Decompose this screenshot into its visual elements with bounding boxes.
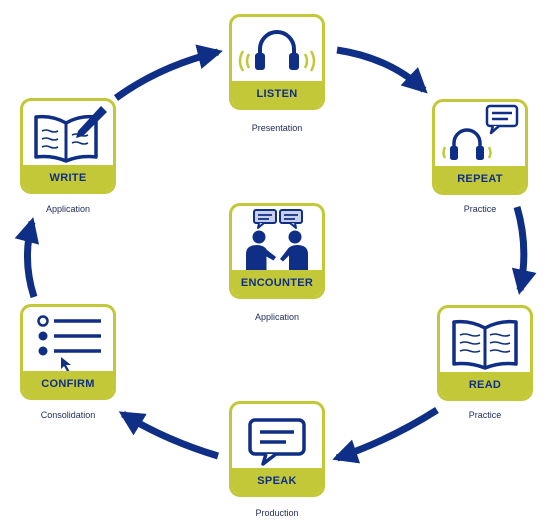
step-subtitle-speak: Production — [255, 508, 299, 518]
step-subtitle-listen: Presentation — [251, 123, 303, 133]
step-title: READ — [440, 372, 530, 398]
step-card-repeat: REPEAT — [432, 99, 528, 195]
step-title: REPEAT — [435, 166, 525, 192]
arrow-confirm-to-write — [14, 217, 40, 299]
step-card-listen: LISTEN — [229, 14, 325, 110]
book-pen-icon — [34, 106, 107, 163]
step-subtitle-repeat: Practice — [463, 204, 497, 214]
step-subtitle-write: Application — [45, 204, 91, 214]
step-card-speak: SPEAK — [229, 401, 325, 497]
step-title: WRITE — [23, 165, 113, 191]
conversation-icon — [246, 209, 308, 270]
step-title: LISTEN — [232, 81, 322, 107]
arrow-read-to-speak — [332, 407, 439, 464]
open-book-icon — [452, 319, 518, 370]
step-title: ENCOUNTER — [232, 270, 322, 296]
step-subtitle-encounter: Application — [254, 312, 300, 322]
speech-bubble-icon — [248, 418, 306, 466]
arrow-write-to-listen — [113, 44, 223, 101]
arrow-listen-to-repeat — [336, 46, 428, 94]
step-subtitle-read: Practice — [468, 410, 502, 420]
step-card-read: READ — [437, 305, 533, 401]
step-card-write: WRITE — [20, 98, 116, 194]
step-card-encounter: ENCOUNTER — [229, 203, 325, 299]
arrow-repeat-to-read — [511, 206, 537, 295]
headphones-icon — [238, 30, 316, 72]
headphones-speech-icon — [442, 104, 519, 160]
checklist-cursor-icon — [37, 315, 101, 371]
step-subtitle-confirm: Consolidation — [40, 410, 96, 420]
step-card-confirm: CONFIRM — [20, 304, 116, 400]
step-title: CONFIRM — [23, 371, 113, 397]
step-title: SPEAK — [232, 468, 322, 494]
arrow-speak-to-confirm — [118, 411, 220, 460]
